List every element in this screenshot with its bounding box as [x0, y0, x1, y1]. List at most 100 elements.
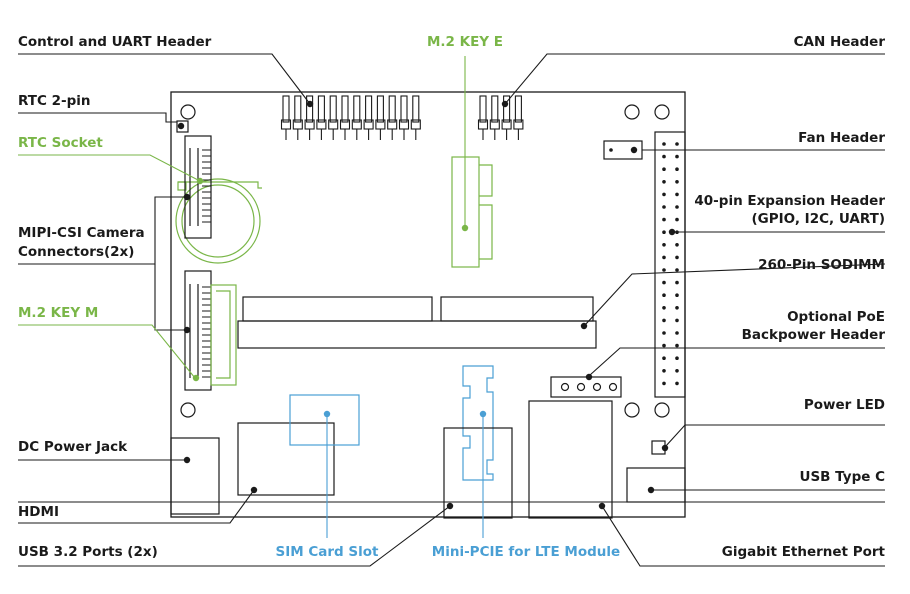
expansion-pin: [662, 318, 666, 323]
expansion-pin: [662, 243, 666, 247]
hdmi-shape: [443, 427, 513, 519]
label-sodimm: 260-Pin SODIMM: [758, 257, 885, 273]
expansion-pin: [662, 293, 666, 298]
mini-pcie-slot-shape: [462, 365, 494, 481]
expansion-header-body: [654, 131, 686, 398]
label-m2-key-m: M.2 KEY M: [18, 305, 98, 321]
expansion-pin: [675, 369, 679, 373]
label-power-led: Power LED: [804, 397, 885, 413]
header-pin: [514, 95, 522, 123]
expansion-pin: [662, 180, 666, 184]
header-pin: [400, 95, 408, 123]
can-header-pins: [477, 95, 524, 140]
rtc-socket-shape: [175, 178, 262, 264]
leader-lines-blue: [326, 414, 484, 538]
expansion-pin: [675, 331, 679, 335]
header-pin: [306, 95, 314, 123]
header-pin: [294, 95, 302, 123]
header-pin: [412, 95, 420, 123]
expansion-pin: [662, 230, 666, 234]
expansion-pin: [675, 343, 679, 348]
header-pin: [353, 95, 361, 123]
label-hdmi: HDMI: [18, 504, 59, 520]
header-pin: [329, 95, 337, 123]
labels: Control and UART Header M.2 KEY E CAN He…: [18, 34, 886, 560]
label-gigabit-ethernet: Gigabit Ethernet Port: [722, 544, 886, 560]
expansion-pin: [662, 142, 666, 146]
header-pin: [282, 95, 290, 123]
expansion-pin: [662, 167, 666, 171]
label-m2-key-e: M.2 KEY E: [427, 34, 503, 50]
expansion-pin: [675, 255, 679, 260]
leader-dots-blue: [323, 410, 487, 418]
board-outline: [170, 91, 686, 518]
leader-dots-green: [192, 177, 469, 382]
expansion-pin: [662, 255, 666, 260]
label-usb32-ports: USB 3.2 Ports (2x): [18, 544, 158, 560]
mounting-holes: [180, 104, 670, 418]
leader-dots: [177, 100, 676, 510]
expansion-pin: [675, 180, 679, 184]
header-pin: [388, 95, 396, 123]
expansion-pin: [675, 167, 679, 171]
control-uart-header-pins: [280, 95, 421, 140]
dc-power-jack-shape: [170, 437, 220, 515]
expansion-pin: [675, 356, 679, 361]
header-pin: [376, 95, 384, 123]
expansion-pin: [675, 306, 679, 310]
poe-header-connector: [550, 376, 622, 398]
expansion-pin: [675, 142, 679, 146]
label-rtc-socket: RTC Socket: [18, 135, 103, 151]
expansion-pin: [662, 331, 666, 335]
header-pin: [365, 95, 373, 123]
label-mipi-csi-line2: Connectors(2x): [18, 244, 134, 260]
label-usb-type-c: USB Type C: [799, 469, 885, 485]
label-mipi-csi-line1: MIPI-CSI Camera: [18, 225, 145, 241]
expansion-pin: [675, 192, 679, 197]
expansion-pin: [675, 318, 679, 323]
header-pin: [491, 95, 499, 123]
expansion-pin: [662, 154, 666, 159]
expansion-pin: [662, 192, 666, 197]
label-expansion-header-line1: 40-pin Expansion Header: [694, 193, 885, 209]
usb-type-c-shape: [626, 467, 686, 503]
header-pin: [341, 95, 349, 123]
label-sim-card-slot: SIM Card Slot: [276, 544, 380, 560]
leader-lines: [18, 53, 886, 567]
expansion-pin: [675, 243, 679, 247]
m2-key-m-slot: [210, 284, 237, 386]
expansion-pin: [662, 369, 666, 373]
expansion-header-pins: [662, 142, 679, 386]
label-poe-line1: Optional PoE: [787, 309, 885, 325]
expansion-pin: [662, 343, 666, 348]
label-expansion-header-line2: (GPIO, I2C, UART): [752, 211, 886, 227]
header-pin: [503, 95, 511, 123]
expansion-pin: [662, 268, 666, 272]
header-pin: [317, 95, 325, 123]
m2-key-e-slot: [451, 156, 493, 268]
header-pin: [479, 95, 487, 123]
label-rtc-2pin: RTC 2-pin: [18, 93, 91, 109]
mipi-connector-contacts: [202, 149, 211, 378]
label-poe-line2: Backpower Header: [742, 327, 886, 343]
expansion-pin: [662, 306, 666, 310]
ethernet-port-shape: [528, 400, 613, 519]
expansion-pin: [675, 293, 679, 298]
leader-lines-green: [18, 56, 466, 379]
expansion-pin: [662, 217, 666, 222]
expansion-pin: [675, 381, 679, 386]
expansion-pin: [662, 381, 666, 386]
expansion-pin: [662, 356, 666, 361]
expansion-pin: [662, 280, 666, 285]
label-fan-header: Fan Header: [798, 130, 885, 146]
expansion-pin: [675, 268, 679, 272]
label-mini-pcie: Mini-PCIE for LTE Module: [432, 544, 620, 560]
expansion-pin: [675, 217, 679, 222]
sim-card-slot-shape: [289, 394, 360, 446]
fan-header-pin: [609, 148, 613, 152]
expansion-pin: [675, 280, 679, 285]
expansion-pin: [675, 205, 679, 209]
usb32-ports-shape: [237, 422, 335, 496]
expansion-pin: [675, 154, 679, 159]
